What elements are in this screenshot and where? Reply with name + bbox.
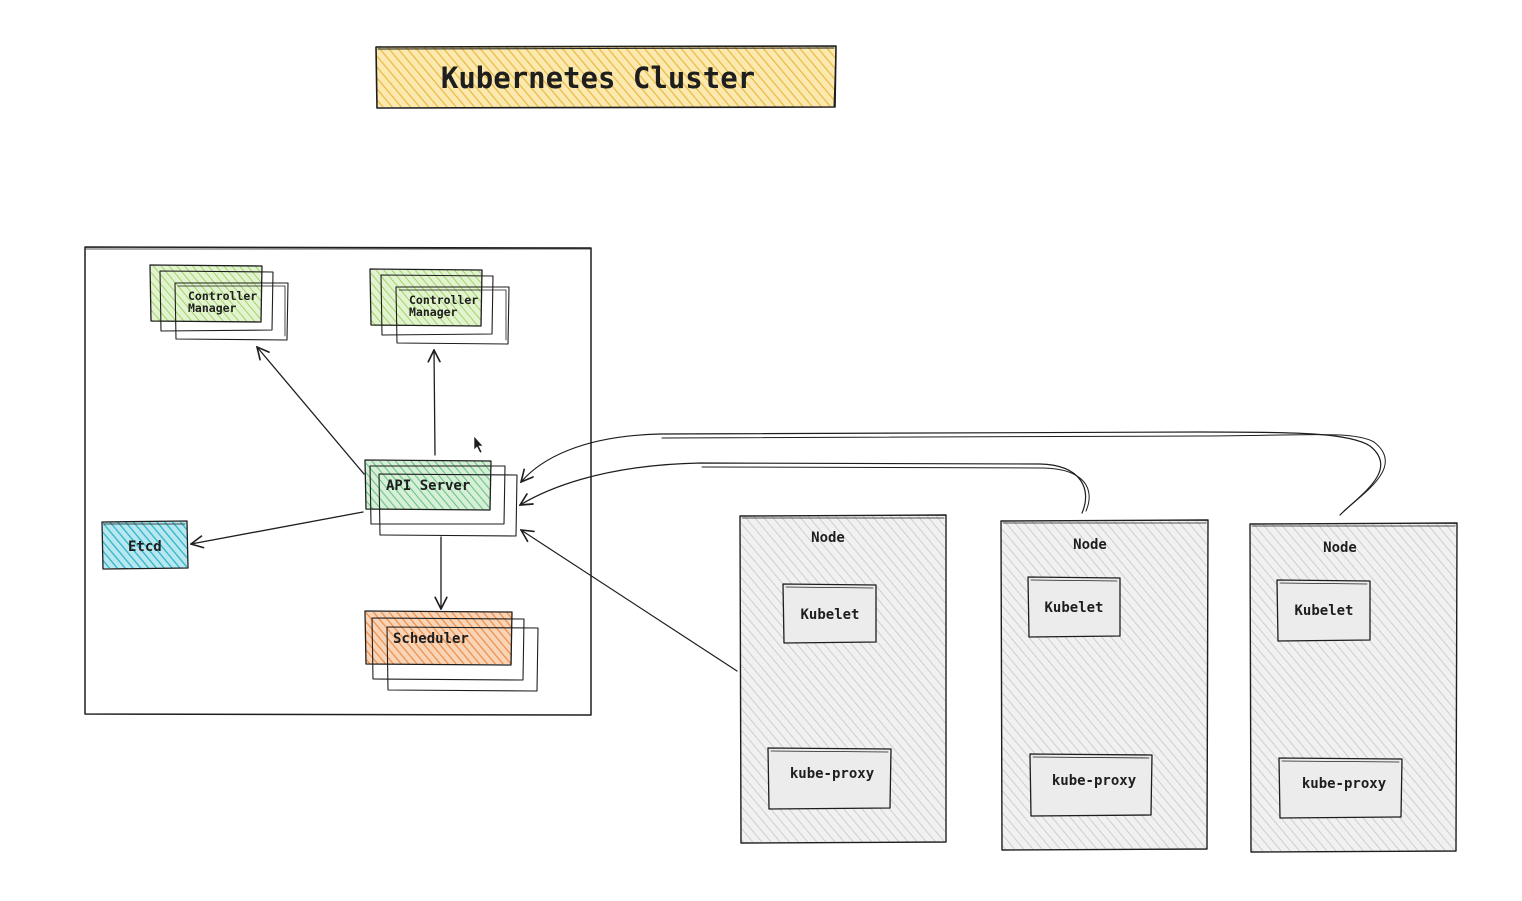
controller-manager-left: Controller Manager xyxy=(149,264,289,341)
node-1-kubelet: Kubelet xyxy=(800,607,859,623)
node-3-kubelet: Kubelet xyxy=(1294,603,1353,619)
arrow-api-to-etcd xyxy=(191,511,364,544)
mouse-cursor-icon xyxy=(473,435,484,454)
arrow-api-to-controller-right xyxy=(434,350,435,456)
controller-manager-right-line2: Manager xyxy=(409,305,458,319)
control-plane-arrows xyxy=(191,347,441,609)
worker-node-1: Node Kubelet kube-proxy xyxy=(739,514,947,844)
node-3-kube-proxy: kube-proxy xyxy=(1302,776,1387,792)
controller-manager-left-line1: Controller xyxy=(188,289,257,303)
node-connectors xyxy=(520,431,1386,672)
arrow-api-to-controller-left xyxy=(257,347,365,475)
node-2-kube-proxy: kube-proxy xyxy=(1052,773,1137,789)
worker-node-2: Node Kubelet kube-proxy xyxy=(1000,519,1209,851)
arrow-node-3-to-api xyxy=(521,431,1382,516)
api-server-label: API Server xyxy=(386,478,470,494)
arrow-node-1-to-api xyxy=(521,530,738,672)
node-3-title: Node xyxy=(1323,540,1357,556)
scheduler-label: Scheduler xyxy=(393,631,469,647)
controller-manager-left-line2: Manager xyxy=(188,301,237,315)
worker-node-3: Node Kubelet kube-proxy xyxy=(1249,522,1458,853)
node-2-kubelet: Kubelet xyxy=(1044,600,1103,616)
api-server: API Server xyxy=(364,459,518,537)
title-box: Kubernetes Cluster xyxy=(375,45,837,109)
scheduler: Scheduler xyxy=(364,610,539,692)
etcd-label: Etcd xyxy=(128,539,162,555)
control-plane-frame xyxy=(84,246,592,716)
controller-manager-right: Controller Manager xyxy=(369,268,510,345)
node-1-kube-proxy: kube-proxy xyxy=(790,766,875,782)
arrow-node-2-to-api xyxy=(520,462,1087,514)
controller-manager-right-line1: Controller xyxy=(409,293,478,307)
etcd: Etcd xyxy=(101,520,189,570)
diagram-title: Kubernetes Cluster xyxy=(441,61,755,95)
node-2-title: Node xyxy=(1073,537,1107,553)
node-1-title: Node xyxy=(811,530,845,546)
